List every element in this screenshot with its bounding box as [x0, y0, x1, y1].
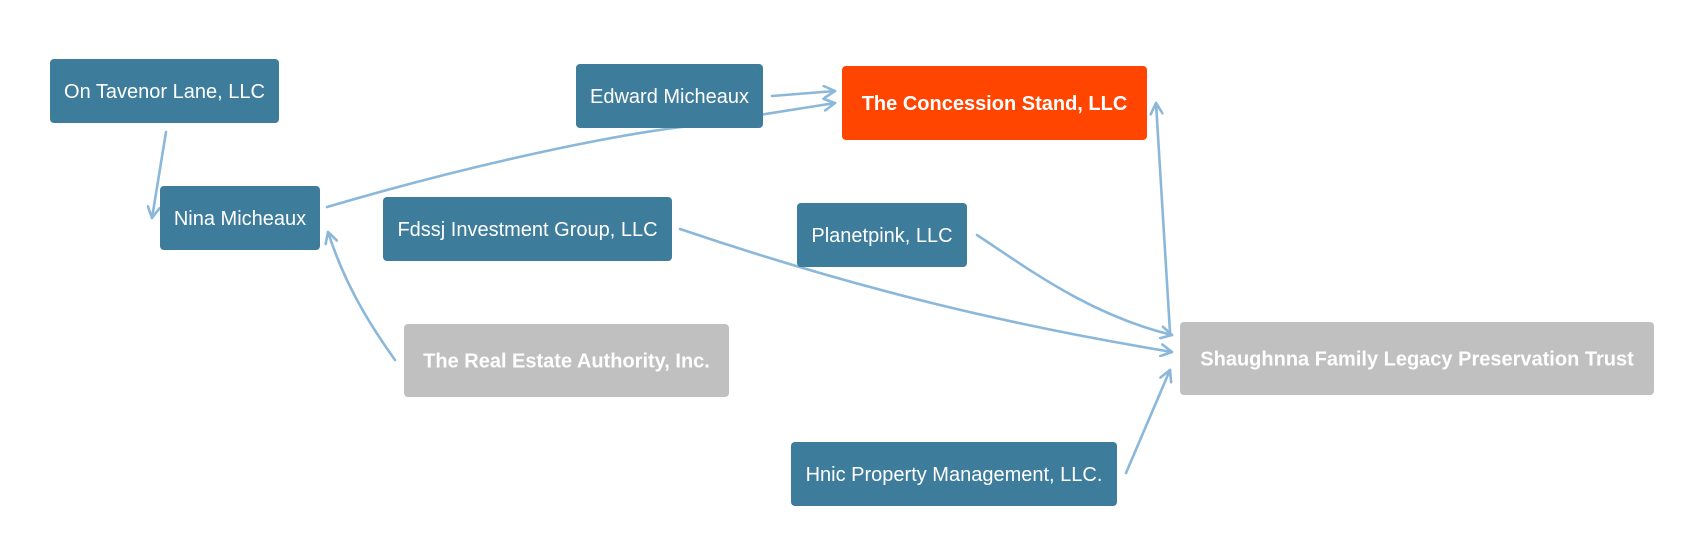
node-box[interactable]: [404, 324, 729, 397]
node-box[interactable]: [383, 197, 672, 261]
edge-shaughnna-trust-to-concession-stand: [1156, 101, 1172, 334]
edges-layer: [152, 91, 1174, 475]
node-label: Shaughnna Family Legacy Preservation Tru…: [1200, 349, 1634, 371]
node-fdssj-investment-group[interactable]: Fdssj Investment Group, LLC: [383, 197, 672, 261]
edge-real-estate-authority-to-nina-micheaux: [328, 230, 397, 362]
node-label: The Concession Stand, LLC: [862, 93, 1128, 115]
node-concession-stand[interactable]: The Concession Stand, LLC: [842, 66, 1147, 140]
node-real-estate-authority[interactable]: The Real Estate Authority, Inc.: [404, 324, 729, 397]
node-box[interactable]: [842, 66, 1147, 140]
node-box[interactable]: [791, 442, 1117, 506]
edge-planetpink-to-shaughnna-trust: [975, 233, 1174, 335]
edge-on-tavenor-lane-to-nina-micheaux: [152, 130, 168, 220]
node-box[interactable]: [50, 59, 279, 123]
node-edward-micheaux[interactable]: Edward Micheaux: [576, 64, 763, 128]
node-nina-micheaux[interactable]: Nina Micheaux: [160, 186, 320, 250]
node-hnic-property-management[interactable]: Hnic Property Management, LLC.: [791, 442, 1117, 506]
edge-edward-micheaux-to-concession-stand: [770, 91, 837, 96]
node-on-tavenor-lane[interactable]: On Tavenor Lane, LLC: [50, 59, 279, 123]
node-box[interactable]: [576, 64, 763, 128]
node-label: Nina Micheaux: [174, 208, 306, 230]
node-label: The Real Estate Authority, Inc.: [423, 351, 710, 373]
node-label: Hnic Property Management, LLC.: [806, 464, 1103, 486]
node-label: Planetpink, LLC: [811, 225, 952, 247]
nodes-layer: On Tavenor Lane, LLC Nina Micheaux Edward …: [50, 59, 1654, 506]
edge-fdssj-investment-group-to-shaughnna-trust: [678, 227, 1174, 352]
node-label: Fdssj Investment Group, LLC: [397, 219, 657, 241]
edge-hnic-property-management-to-shaughnna-trust: [1124, 368, 1170, 475]
node-planetpink[interactable]: Planetpink, LLC: [797, 203, 967, 267]
node-shaughnna-trust[interactable]: Shaughnna Family Legacy Preservation Tru…: [1180, 322, 1654, 395]
node-box[interactable]: [1180, 322, 1654, 395]
node-box[interactable]: [160, 186, 320, 250]
node-label: Edward Micheaux: [590, 86, 749, 108]
node-box[interactable]: [797, 203, 967, 267]
node-label: On Tavenor Lane, LLC: [64, 81, 265, 103]
edge-nina-micheaux-to-concession-stand: [325, 103, 837, 209]
